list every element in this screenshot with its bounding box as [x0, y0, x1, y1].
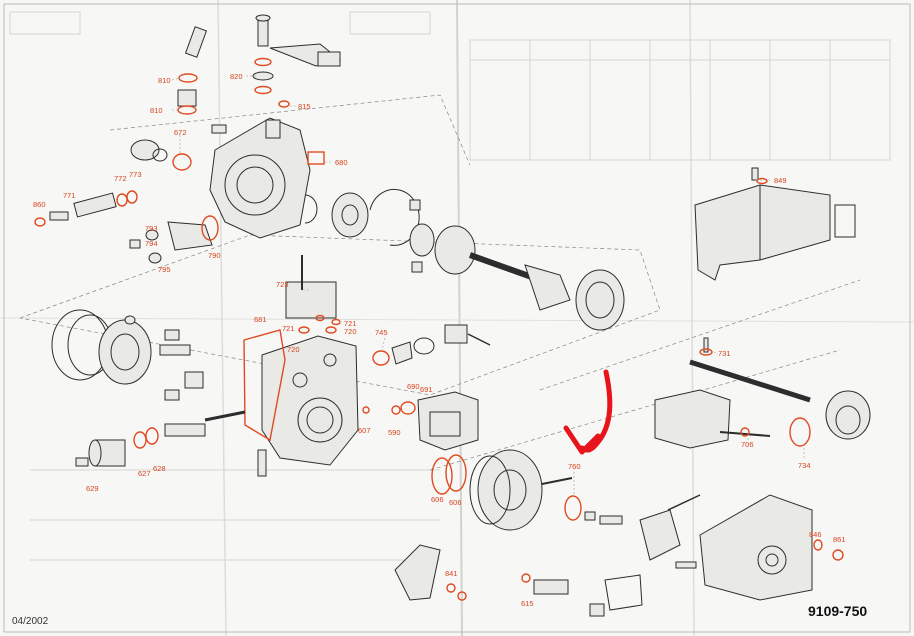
part-label: 681 — [254, 315, 267, 324]
leader-lines — [171, 75, 805, 496]
roller-ring — [469, 449, 623, 531]
part-label: 773 — [129, 170, 142, 179]
top-cover — [694, 167, 856, 281]
assembly-planes — [19, 94, 861, 471]
part-label: 815 — [298, 102, 311, 111]
part-label: 723 — [276, 280, 289, 289]
part-label: 680 — [335, 158, 348, 167]
part-label: 794 — [145, 239, 158, 248]
part-label: 841 — [445, 569, 458, 578]
housing-ring-left — [51, 309, 204, 401]
issue-date: 04/2002 — [12, 616, 49, 627]
part-label: 629 — [86, 484, 99, 493]
part-label: 590 — [388, 428, 401, 437]
red-annotation-arrow — [563, 369, 613, 455]
part-label: 606 — [431, 495, 444, 504]
part-label: 721 — [282, 324, 295, 333]
part-label: 734 — [798, 461, 811, 470]
show-through-table — [9, 11, 891, 561]
pump-body-central — [243, 255, 359, 477]
part-label: 720 — [344, 327, 357, 336]
part-label: 849 — [774, 176, 787, 185]
part-label: 771 — [63, 191, 76, 200]
drive-shaft-assembly — [331, 188, 625, 331]
part-label: 846 — [809, 530, 822, 539]
part-label: 628 — [153, 464, 166, 473]
lever-assembly — [177, 14, 342, 115]
part-label: 861 — [833, 535, 846, 544]
part-label: 772 — [114, 174, 127, 183]
part-label: 607 — [358, 426, 371, 435]
part-label: 810 — [150, 106, 163, 115]
part-label: 795 — [158, 265, 171, 274]
part-label: 760 — [568, 462, 581, 471]
part-labels: 810 810 820 815 672 680 772 773 771 860 … — [33, 72, 846, 608]
control-rod-assembly — [654, 337, 871, 449]
part-label: 810 — [158, 76, 171, 85]
part-label: 860 — [33, 200, 46, 209]
part-label: 690 — [407, 382, 420, 391]
part-label: 793 — [145, 224, 158, 233]
part-label: 691 — [420, 385, 433, 394]
part-label: 721 — [344, 319, 357, 328]
end-cover-plate — [639, 494, 844, 601]
drawing-number: 9109-750 — [808, 603, 867, 619]
part-label: 745 — [375, 328, 388, 337]
pump-housing-upper — [130, 117, 325, 239]
part-label: 820 — [230, 72, 243, 81]
part-label: 672 — [174, 128, 187, 137]
part-label: 627 — [138, 469, 151, 478]
solenoid-745 — [372, 324, 491, 366]
bracket-841 — [394, 544, 643, 617]
part-label: 615 — [521, 599, 534, 608]
valve-assembly-771 — [34, 190, 219, 264]
part-label: 706 — [741, 440, 754, 449]
part-label: 731 — [718, 349, 731, 358]
part-label: 606 — [449, 498, 462, 507]
part-label: 790 — [208, 251, 221, 260]
plug-assembly — [75, 410, 246, 467]
distributor-head — [362, 391, 479, 495]
part-label: 720 — [287, 345, 300, 354]
